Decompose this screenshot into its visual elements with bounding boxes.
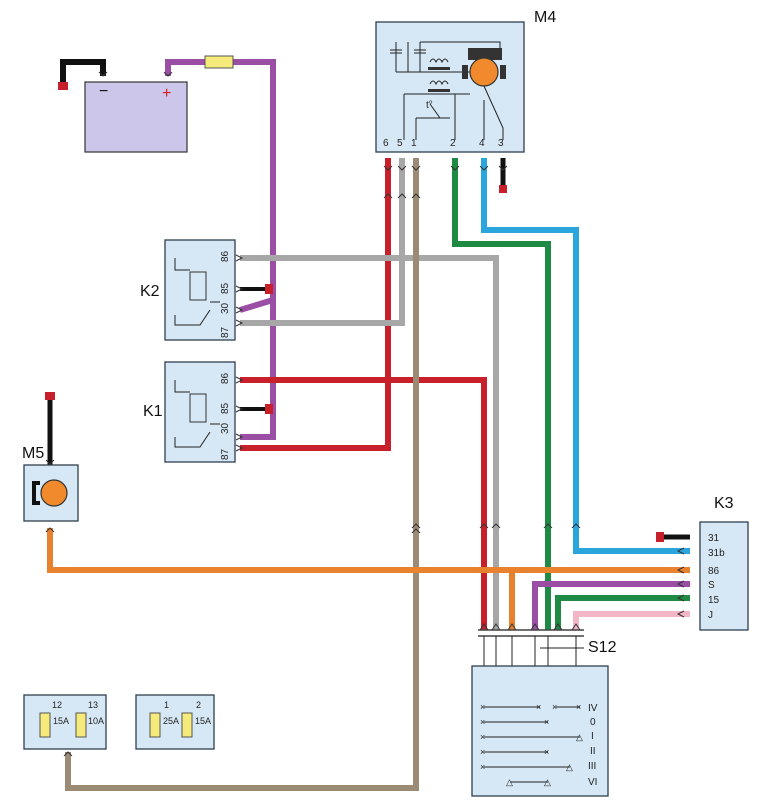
- fuse-block-a: 12 13 15A 10A: [23, 694, 107, 750]
- m4-pin-1: 1: [411, 138, 417, 149]
- fuse-2-number: 2: [196, 700, 201, 710]
- svg-text:△: △: [576, 732, 583, 742]
- k1-pin-86: 86: [220, 372, 231, 384]
- m5-motor: M5: [22, 445, 79, 522]
- s12-pos-iii: III: [588, 761, 596, 772]
- k3-pin-31: 31: [708, 533, 720, 544]
- connector-marks: [45, 71, 685, 757]
- fuse-13: [75, 712, 87, 738]
- svg-text:△: △: [566, 762, 573, 772]
- m4-pin-5: 5: [397, 138, 403, 149]
- s12-pos-0: 0: [590, 717, 596, 728]
- m4-motor: [469, 57, 499, 87]
- k2-pin-85: 85: [220, 282, 231, 294]
- k2-relay: K2 86 85 30 87: [140, 239, 236, 341]
- wire-red-k1-86: [240, 377, 487, 630]
- ground-m4: [499, 185, 507, 193]
- m4-label: M4: [534, 9, 556, 26]
- m4-pin-4: 4: [479, 138, 485, 149]
- s12-label: S12: [588, 639, 617, 656]
- wire-green: [452, 158, 551, 630]
- wire-red-k1-87: [240, 158, 391, 451]
- svg-text:×: ×: [480, 702, 485, 712]
- battery-fuse: [204, 55, 234, 69]
- k3-pin-15: 15: [708, 595, 720, 606]
- m4-component: M4 t° 6 5 1 2 4 3: [375, 9, 556, 153]
- svg-text:△: △: [506, 777, 513, 787]
- k2-pin-30: 30: [220, 302, 231, 314]
- fuse-2-rating: 15A: [195, 716, 211, 726]
- k3-pin-86: 86: [708, 566, 720, 577]
- k2-pin-87: 87: [220, 326, 231, 338]
- battery-minus-label: −: [99, 83, 108, 100]
- s12-switch: S12 53 53b 53c 31b2 54 54-2 ×× ×× ×× ×△ …: [471, 636, 617, 797]
- wire-gray-k2-86: [240, 255, 499, 630]
- k2-label: K2: [140, 283, 160, 300]
- fuse-12-rating: 15A: [53, 716, 69, 726]
- fuse-block-b: 1 2 25A 15A: [135, 694, 215, 750]
- k3-module: K3 31 31b 86 S 15 J: [699, 495, 749, 631]
- wire-brown: [65, 158, 419, 791]
- m4-pin-6: 6: [383, 138, 389, 149]
- s12-pos-iv: IV: [588, 703, 598, 714]
- m4-pin-3: 3: [498, 138, 504, 149]
- svg-text:△: △: [544, 777, 551, 787]
- ground-m5: [45, 392, 55, 400]
- fuse-1-number: 1: [164, 700, 169, 710]
- k1-pin-85: 85: [220, 402, 231, 414]
- m4-thermo-label: t°: [426, 100, 433, 111]
- wire-purple-battery: [165, 59, 276, 440]
- fuse-12: [39, 712, 51, 738]
- k1-relay: K1 86 85 30 87: [143, 361, 236, 463]
- battery: − +: [84, 81, 188, 153]
- ground-k1: [265, 404, 273, 414]
- k1-label: K1: [143, 403, 163, 420]
- svg-text:×: ×: [544, 717, 549, 727]
- k1-pin-87: 87: [220, 448, 231, 460]
- svg-text:×: ×: [480, 747, 485, 757]
- ground-battery: [58, 82, 68, 90]
- wire-green-15: [555, 595, 690, 630]
- fuse-12-number: 12: [52, 700, 62, 710]
- fuse-2: [181, 712, 193, 738]
- svg-text:×: ×: [544, 747, 549, 757]
- fuse-1-rating: 25A: [163, 716, 179, 726]
- s12-pos-vi: VI: [588, 777, 597, 788]
- wire-black-battery: [60, 59, 106, 82]
- s12-pos-i: I: [591, 731, 594, 742]
- svg-text:×: ×: [536, 702, 541, 712]
- svg-text:×: ×: [552, 702, 557, 712]
- battery-plus-label: +: [162, 85, 171, 102]
- k3-label: K3: [714, 495, 734, 512]
- s12-pos-ii: II: [590, 746, 596, 757]
- wire-pink-j: [573, 611, 690, 630]
- svg-text:×: ×: [576, 702, 581, 712]
- fuse-1: [149, 712, 161, 738]
- wires: [47, 55, 690, 791]
- k3-pin-31b: 31b: [708, 548, 725, 559]
- svg-text:×: ×: [480, 717, 485, 727]
- m4-pin-2: 2: [450, 138, 456, 149]
- ground-k3: [656, 532, 664, 542]
- k1-pin-30: 30: [220, 422, 231, 434]
- wire-orange: [47, 528, 690, 573]
- fuse-13-rating: 10A: [88, 716, 104, 726]
- k2-pin-86: 86: [220, 250, 231, 262]
- ground-symbols: [45, 82, 664, 542]
- fuse-13-number: 13: [88, 700, 98, 710]
- m5-label: M5: [22, 445, 44, 462]
- k3-pin-j: J: [708, 610, 713, 621]
- wire-gray-k2-87: [240, 158, 405, 326]
- wire-purple-s: [532, 581, 690, 630]
- s12-bus: [478, 629, 584, 637]
- wire-blue: [481, 158, 690, 554]
- m5-rotor: [40, 479, 68, 507]
- svg-text:×: ×: [480, 762, 485, 772]
- svg-text:×: ×: [480, 732, 485, 742]
- ground-k2: [265, 284, 273, 294]
- k3-pin-s: S: [708, 580, 715, 591]
